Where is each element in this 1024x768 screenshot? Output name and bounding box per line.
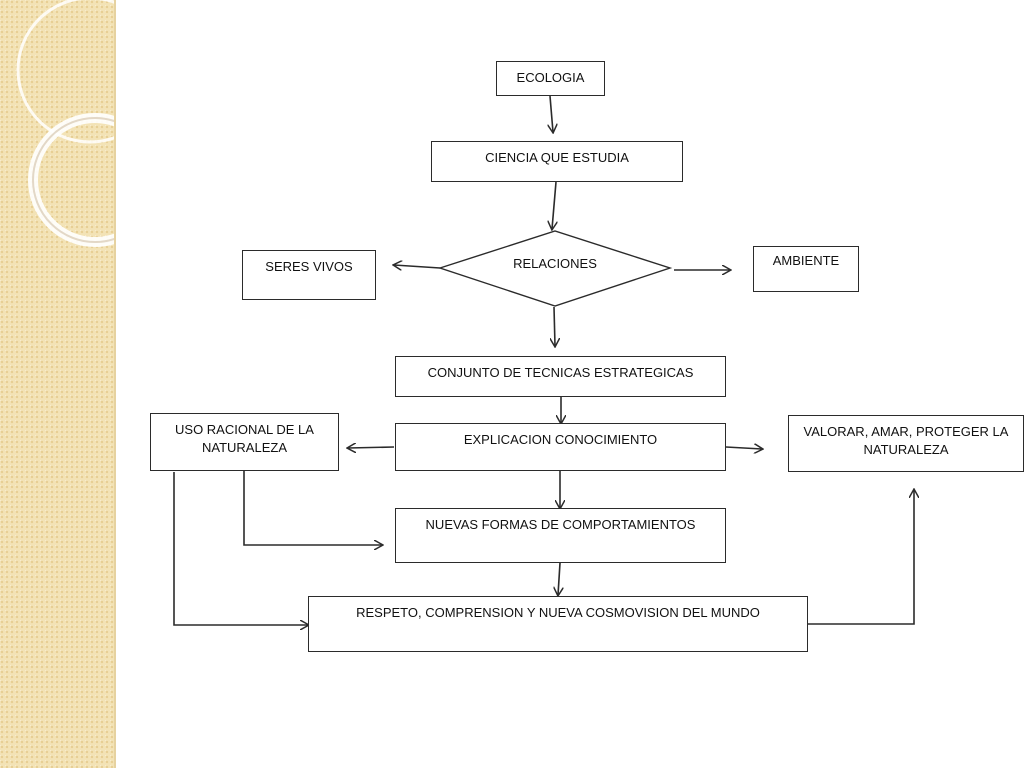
node-conjunto: CONJUNTO DE TECNICAS ESTRATEGICAS	[395, 356, 726, 397]
decorative-rings	[16, 0, 114, 247]
node-explicacion-label: EXPLICACION CONOCIMIENTO	[463, 432, 658, 447]
arrow-ciencia-relaciones	[552, 181, 556, 229]
node-relaciones-label: RELACIONES	[513, 256, 597, 271]
node-ambiente: AMBIENTE	[753, 246, 859, 292]
arrow-relaciones-seres	[394, 265, 441, 268]
node-conjunto-label: CONJUNTO DE TECNICAS ESTRATEGICAS	[427, 365, 694, 380]
arrow-uso-respeto	[173, 472, 308, 625]
node-ciencia-label: CIENCIA QUE ESTUDIA	[485, 150, 629, 165]
node-seres-vivos: SERES VIVOS	[242, 250, 376, 300]
node-valorar-label: VALORAR, AMAR, PROTEGER LA NATURALEZA	[803, 424, 1009, 457]
decorative-side-strip	[0, 0, 116, 768]
node-uso-racional: USO RACIONAL DE LA NATURALEZA	[150, 413, 339, 471]
node-ecologia-label: ECOLOGIA	[516, 70, 585, 85]
node-ciencia: CIENCIA QUE ESTUDIA	[431, 141, 683, 182]
node-uso-racional-label: USO RACIONAL DE LA NATURALEZA	[175, 422, 314, 455]
node-valorar: VALORAR, AMAR, PROTEGER LA NATURALEZA	[788, 415, 1024, 472]
node-ambiente-label: AMBIENTE	[772, 253, 840, 268]
arrow-relaciones-conjunto	[554, 306, 555, 346]
node-nuevas-formas-label: NUEVAS FORMAS DE COMPORTAMIENTOS	[425, 517, 696, 532]
node-ecologia: ECOLOGIA	[496, 61, 605, 96]
arrow-nuevas-respeto	[558, 562, 560, 595]
arrow-explicacion-uso	[348, 447, 395, 448]
arrow-respeto-valorar	[808, 490, 914, 625]
node-seres-vivos-label: SERES VIVOS	[265, 259, 353, 274]
relaciones-diamond	[437, 230, 673, 307]
arrow-explicacion-valorar	[725, 447, 762, 449]
node-respeto: RESPETO, COMPRENSION Y NUEVA COSMOVISION…	[308, 596, 808, 652]
node-respeto-label: RESPETO, COMPRENSION Y NUEVA COSMOVISION…	[356, 605, 760, 620]
arrow-ecologia-ciencia	[550, 95, 553, 132]
node-nuevas-formas: NUEVAS FORMAS DE COMPORTAMIENTOS	[395, 508, 726, 563]
arrow-uso-nuevas	[243, 470, 382, 545]
node-explicacion: EXPLICACION CONOCIMIENTO	[395, 423, 726, 471]
